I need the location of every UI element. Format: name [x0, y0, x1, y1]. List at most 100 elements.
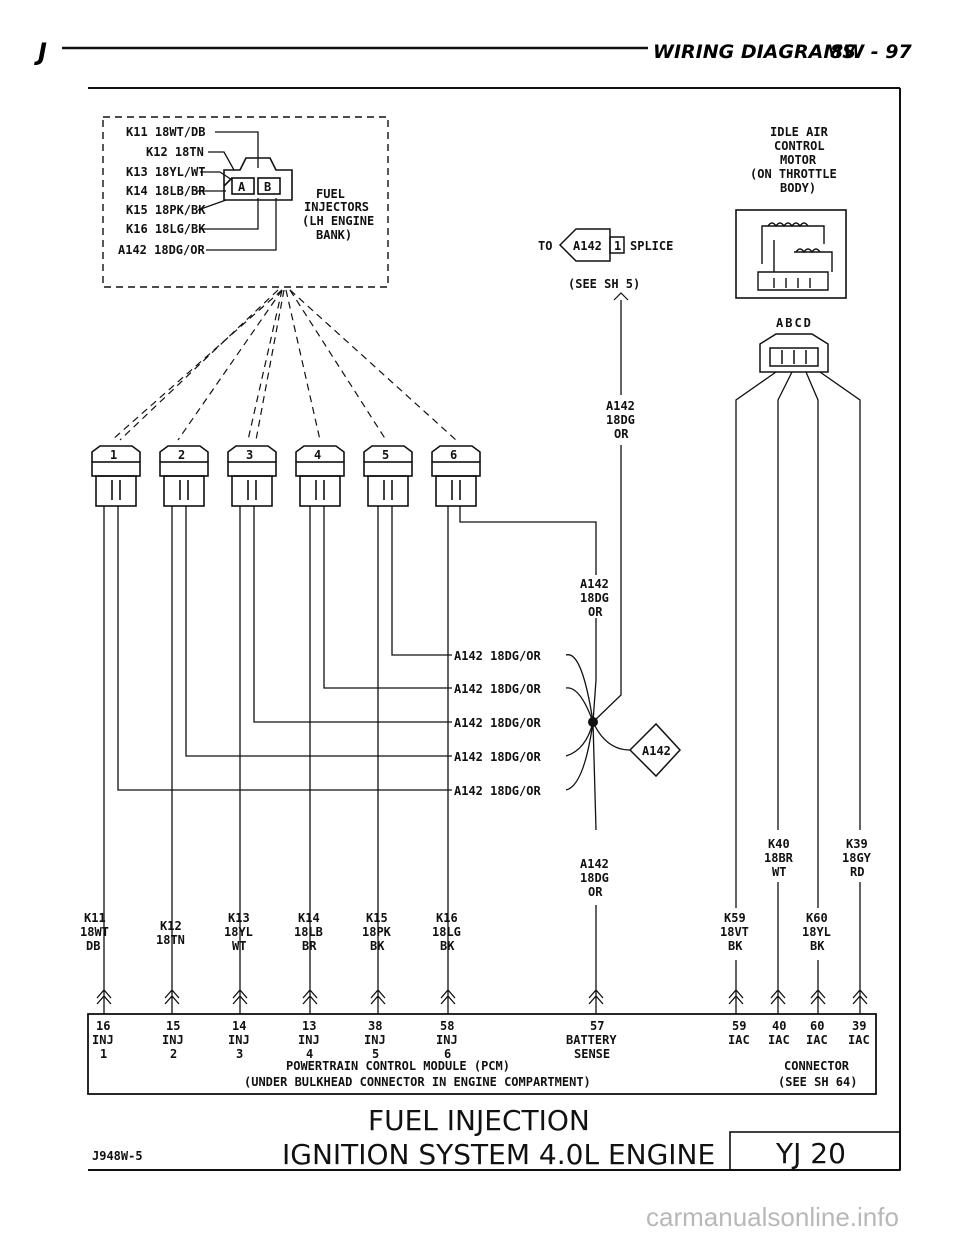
- header-title: WIRING DIAGRAMS: [653, 41, 856, 63]
- k40-circuit: K40: [768, 837, 790, 851]
- pcm-pin-57-label2: SENSE: [574, 1047, 610, 1061]
- injector-2-number: 2: [178, 448, 185, 462]
- pcm-pin-14-label: INJ: [228, 1033, 250, 1047]
- watermark-text: carmanualsonline.info: [646, 1202, 899, 1232]
- pcm-pin-59-label: IAC: [728, 1033, 750, 1047]
- pcm-pin-38-label: INJ: [364, 1033, 386, 1047]
- k59-circuit: K59: [724, 911, 746, 925]
- injector-harness-box: A B K11 18WT/DB K12 18TN K13 18YL/WT K14…: [102, 116, 389, 288]
- pcm-connector-ref: (SEE SH 64): [778, 1075, 857, 1089]
- fuel-injectors-label-line1: FUEL: [316, 187, 345, 201]
- bus-line-labels: A142 18DG/OR A142 18DG/OR A142 18DG/OR A…: [454, 649, 541, 798]
- injector-5-number: 5: [382, 448, 389, 462]
- a142-label-2-gauge: 18DG: [580, 591, 609, 605]
- terminal-arrow-9: [770, 985, 786, 1014]
- terminal-arrow-7: [588, 985, 604, 1014]
- bus-curve-1: [565, 654, 594, 723]
- wire-splice-flag: [592, 721, 631, 751]
- a142-labels: A142 18DG OR A142 18DG OR A142 18DG OR: [580, 399, 635, 899]
- k12-gauge: 18TN: [156, 933, 185, 947]
- pcm-pin-16-label: INJ: [92, 1033, 114, 1047]
- splice-to-text: TO: [538, 239, 552, 253]
- terminal-arrow-6: [440, 985, 456, 1014]
- footer-model-code: YJ 20: [775, 1137, 846, 1170]
- iac-motor-label: IDLE AIR CONTROL MOTOR (ON THROTTLE BODY…: [750, 125, 837, 195]
- terminal-arrow-8: [728, 985, 744, 1014]
- terminal-arrow-1: [96, 985, 112, 1014]
- k14-circuit: K14: [298, 911, 320, 925]
- wire-k60: [805, 371, 819, 985]
- footer-title-line2: IGNITION SYSTEM 4.0L ENGINE: [282, 1138, 715, 1171]
- model-box: [729, 1131, 901, 1171]
- injector-4-number: 4: [314, 448, 321, 462]
- iac-label-line1: IDLE AIR: [770, 125, 829, 139]
- circuit-a142: A142 18DG/OR: [118, 243, 205, 257]
- connector-pin-a: A: [238, 180, 246, 194]
- fuel-injectors-label-line3: (LH ENGINE: [302, 214, 374, 228]
- bus-label-5: A142 18DG/OR: [454, 784, 541, 798]
- wire-a142-inj4: [323, 506, 452, 689]
- wires: [103, 300, 861, 985]
- injector-3: 3: [227, 445, 277, 507]
- injector-connector-icon: [223, 157, 293, 201]
- wire-a142-inj3: [253, 506, 452, 723]
- k39-circuit: K39: [846, 837, 868, 851]
- k12-circuit: K12: [160, 919, 182, 933]
- connector-pin-b: B: [264, 180, 271, 194]
- pcm-pin-40-label: IAC: [768, 1033, 790, 1047]
- bus-label-2: A142 18DG/OR: [454, 682, 541, 696]
- iac-connector-icon: [759, 333, 829, 373]
- wire-k39: [819, 371, 861, 985]
- k11-circuit: K11: [84, 911, 106, 925]
- k14-gauge: 18LB: [294, 925, 323, 939]
- k15-circuit: K15: [366, 911, 388, 925]
- injector-6: 6: [431, 445, 481, 507]
- injector-1-number: 1: [110, 448, 117, 462]
- terminal-arrow-4: [302, 985, 318, 1014]
- splice-flag: A142: [628, 722, 682, 778]
- wire-a142-feed: [592, 300, 622, 723]
- a142-label-2-circuit: A142: [580, 577, 609, 591]
- injector-4: 4: [295, 445, 345, 507]
- pcm-pin-57-label: BATTERY: [566, 1033, 617, 1047]
- splice-node: [588, 717, 598, 727]
- k13-gauge: 18YL: [224, 925, 253, 939]
- pcm-pin-13-label: INJ: [298, 1033, 320, 1047]
- wire-a142-battery-sense: [592, 721, 597, 985]
- page-number: 8W - 97: [830, 41, 913, 63]
- terminal-arrow-11: [852, 985, 868, 1014]
- a142-label-1-color: OR: [614, 427, 629, 441]
- splice-arrow: [613, 292, 629, 301]
- k59-gauge: 18VT: [720, 925, 749, 939]
- k13-circuit: K13: [228, 911, 250, 925]
- circuit-k15: K15 18PK/BK: [126, 203, 206, 217]
- iac-label-line4: (ON THROTTLE: [750, 167, 837, 181]
- footer-figure-code: J948W-5: [92, 1149, 143, 1163]
- pcm-pin-labels: 16INJ115INJ214INJ313INJ438INJ558INJ657BA…: [92, 1019, 870, 1061]
- pcm-pin-38-index: 5: [372, 1047, 379, 1061]
- terminal-arrow-2: [164, 985, 180, 1014]
- pcm-pin-59-number: 59: [732, 1019, 746, 1033]
- fuel-injectors-label-line4: BANK): [316, 228, 352, 242]
- splice-reference: TO A142 1 SPLICE (SEE SH 5): [538, 228, 673, 301]
- pcm-pin-14-number: 14: [232, 1019, 246, 1033]
- splice-pin-box: [609, 236, 625, 254]
- splice-text: SPLICE: [630, 239, 673, 253]
- pcm-pin-39-number: 39: [852, 1019, 866, 1033]
- harness-wires: [196, 131, 277, 251]
- page-header: J WIRING DIAGRAMS 8W - 97: [34, 38, 913, 66]
- bus-curve-5: [565, 721, 594, 791]
- a142-label-3-gauge: 18DG: [580, 871, 609, 885]
- iac-label-line5: BODY): [780, 181, 816, 195]
- splice-flag-text: A142: [642, 744, 671, 758]
- wire-a142-inj6: [459, 506, 597, 575]
- k60-gauge: 18YL: [802, 925, 831, 939]
- terminal-arrow-3: [232, 985, 248, 1014]
- a142-label-3-color: OR: [588, 885, 603, 899]
- pcm-wire-labels: K11 18WT DB K12 18TN K13 18YL WT K14 18L…: [80, 911, 831, 953]
- fuel-injector-connectors: 1 2 3 4 5: [91, 445, 481, 507]
- wire-k40: [777, 371, 793, 985]
- a142-label-1-gauge: 18DG: [606, 413, 635, 427]
- pcm-outline: [87, 1013, 877, 1095]
